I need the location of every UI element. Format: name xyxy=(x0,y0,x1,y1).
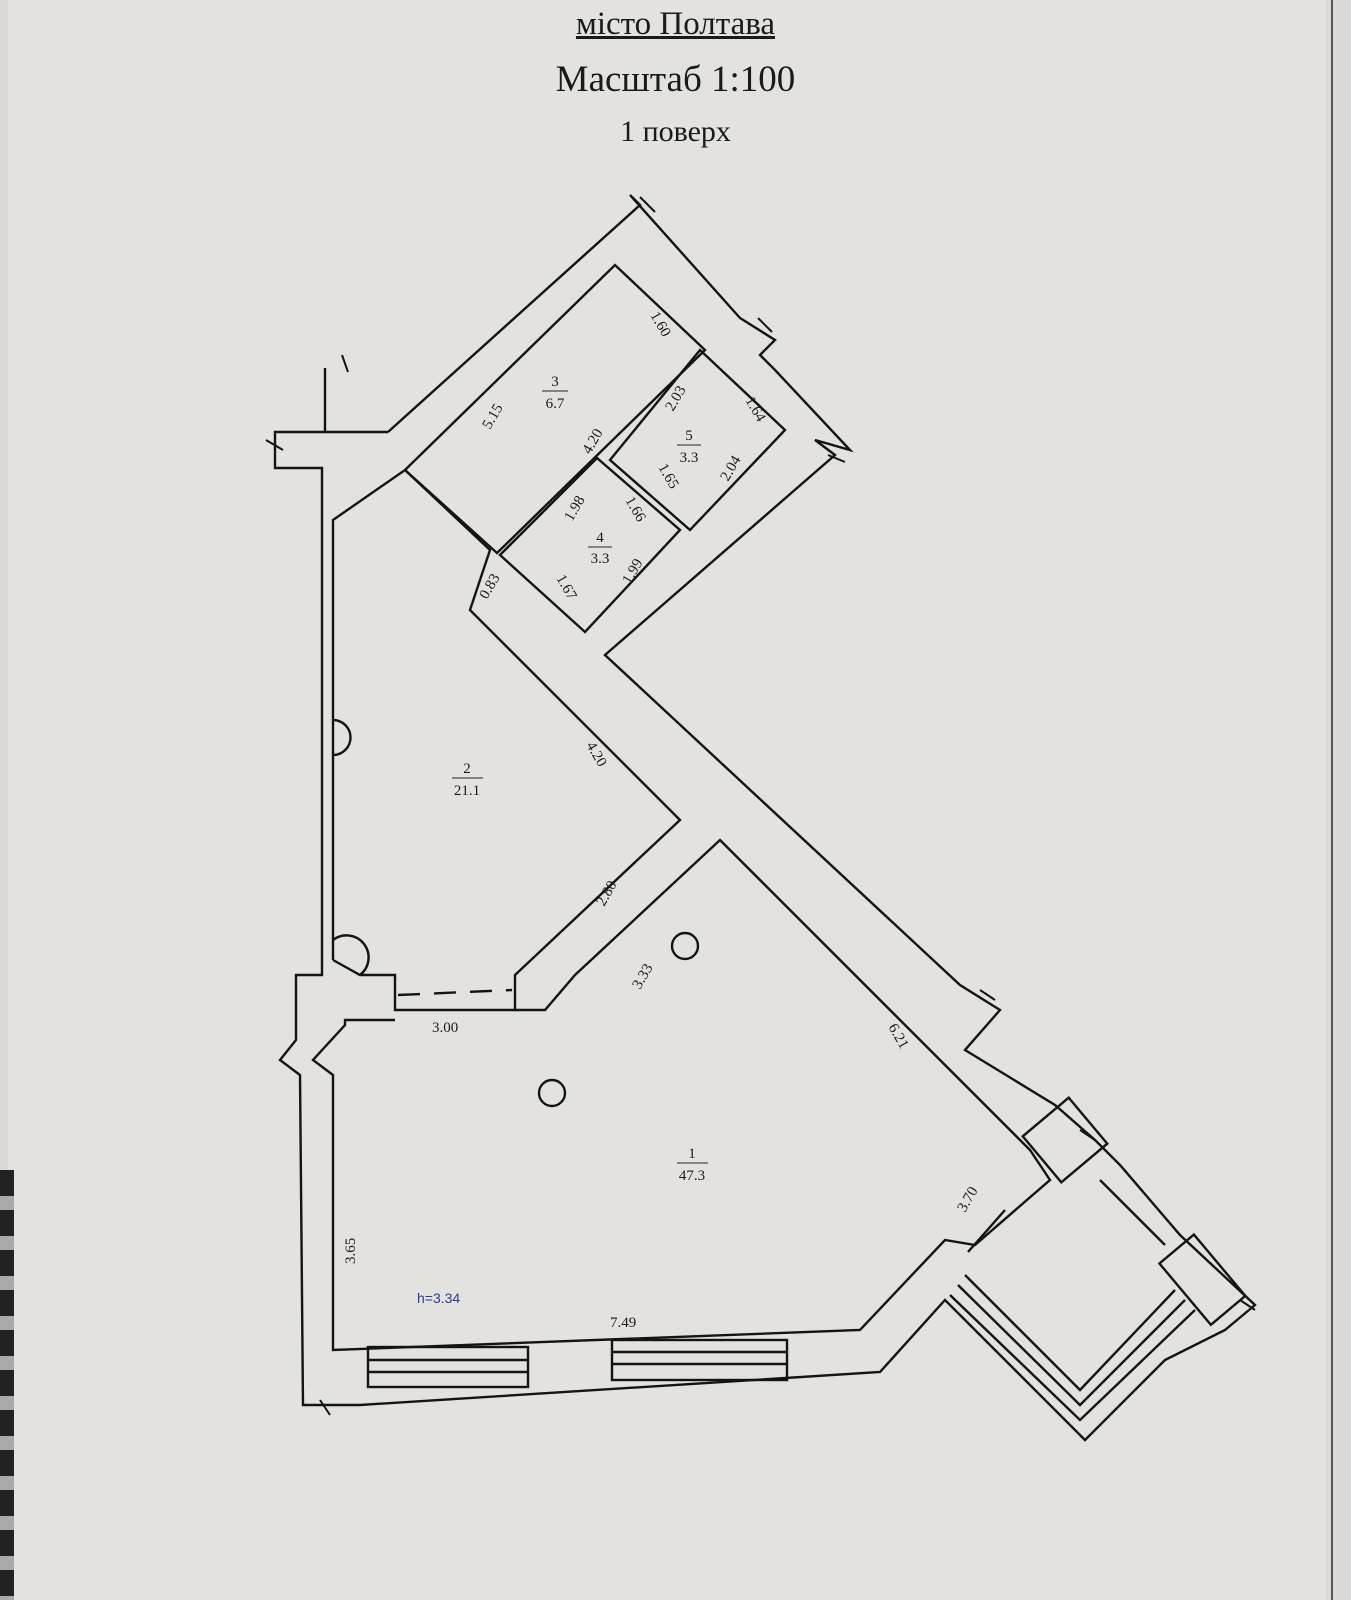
column xyxy=(537,1078,567,1108)
svg-text:3: 3 xyxy=(551,374,559,390)
svg-text:3.3: 3.3 xyxy=(680,450,699,466)
door-opening xyxy=(397,988,513,997)
svg-text:21.1: 21.1 xyxy=(454,783,480,799)
room-5-wall xyxy=(608,348,787,532)
dimension-label: 1.64 xyxy=(742,394,769,425)
room-4-wall xyxy=(498,456,682,634)
svg-text:47.3: 47.3 xyxy=(679,1168,705,1184)
niche-arc xyxy=(332,718,352,757)
plan-sheet xyxy=(8,0,1326,1600)
dimension-label: 5.15 xyxy=(480,401,507,432)
column xyxy=(670,931,700,961)
window xyxy=(366,1345,530,1389)
svg-text:3.3: 3.3 xyxy=(591,551,610,567)
binding-strip xyxy=(0,1170,14,1600)
dimension-label: 4.20 xyxy=(580,426,607,457)
dimension-ticks xyxy=(265,196,1256,1416)
sheet-edge xyxy=(1331,0,1333,1600)
svg-text:5: 5 xyxy=(685,428,693,444)
room-3-wall xyxy=(403,263,707,555)
svg-text:2: 2 xyxy=(463,761,471,777)
niche-arc xyxy=(332,934,370,976)
dimension-label: 2.80 xyxy=(594,878,621,909)
dimension-label: 3.70 xyxy=(955,1184,982,1215)
window xyxy=(610,1338,789,1382)
svg-text:4: 4 xyxy=(596,530,604,546)
floor-label: 1 поверх xyxy=(620,115,731,148)
room-label-1: 1 47.3 xyxy=(677,1146,708,1184)
room-label-5: 5 3.3 xyxy=(677,428,701,466)
bay-window xyxy=(949,1096,1248,1422)
dimension-label: 1.98 xyxy=(562,493,589,524)
room-1-wall xyxy=(311,838,1052,1352)
room-label-2: 2 21.1 xyxy=(452,761,483,799)
dimension-label: 3.33 xyxy=(630,961,657,992)
dimension-label: 3.65 xyxy=(343,1238,359,1264)
room-label-4: 4 3.3 xyxy=(588,530,612,567)
dimension-label: 3.00 xyxy=(432,1020,458,1036)
dimension-label: 1.65 xyxy=(655,461,682,492)
room-2-wall xyxy=(331,468,682,1012)
city-title: місто Полтава xyxy=(575,6,776,42)
scale-label: Масштаб 1:100 xyxy=(555,59,796,100)
ceiling-height: h=3.34 xyxy=(417,1290,460,1306)
dimension-label: 7.49 xyxy=(610,1315,636,1331)
dimension-label: 1.67 xyxy=(553,572,580,603)
dimension-label: 1.60 xyxy=(647,309,674,340)
outer-wall xyxy=(273,194,1257,1442)
dimension-label: 6.21 xyxy=(885,1021,912,1052)
room-label-3: 3 6.7 xyxy=(542,374,568,412)
svg-text:6.7: 6.7 xyxy=(546,396,565,412)
svg-text:1: 1 xyxy=(688,1146,696,1162)
dimension-label: 4.20 xyxy=(583,739,610,770)
dimension-label: 2.04 xyxy=(718,453,745,484)
